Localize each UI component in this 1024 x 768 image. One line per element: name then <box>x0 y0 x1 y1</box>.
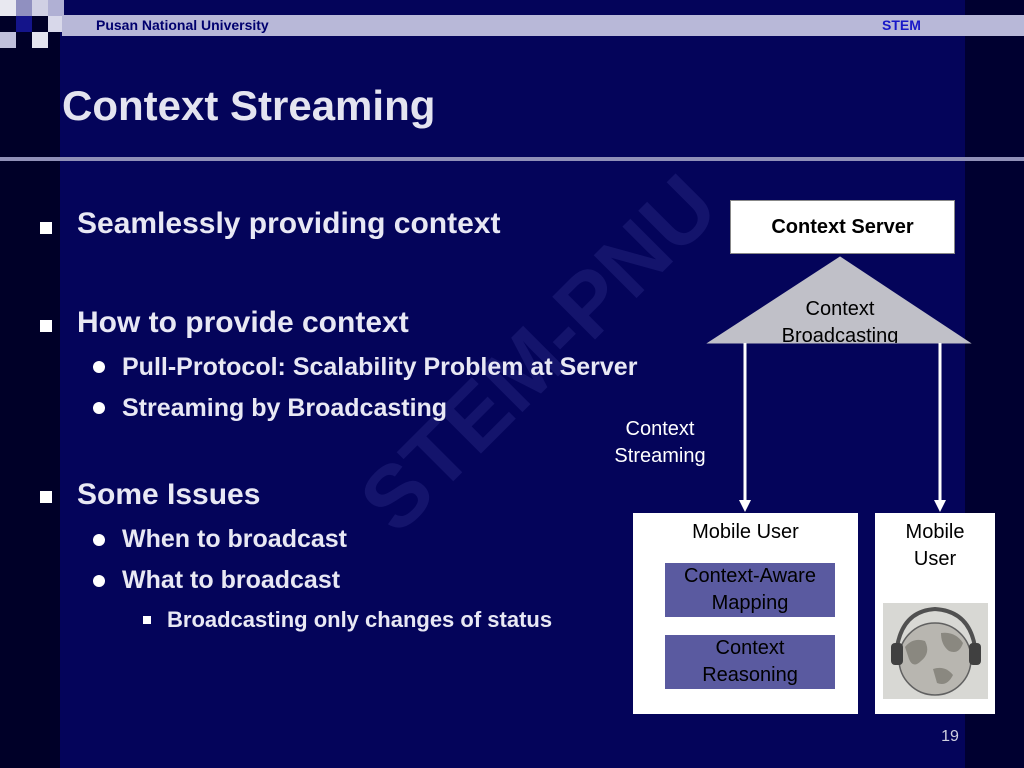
streaming-label: Context Streaming <box>600 416 720 470</box>
context-aware-mapping-box: Context-Aware Mapping <box>665 563 835 617</box>
context-reasoning-box: Context Reasoning <box>665 635 835 689</box>
reasoning-line2: Reasoning <box>702 664 798 686</box>
bullet-text: How to provide context <box>77 306 409 339</box>
mobile-user-2-line1: Mobile <box>905 521 965 543</box>
header-brand: STEM <box>882 17 921 33</box>
mobile-user-2-label: Mobile User <box>875 519 995 573</box>
small-square-bullet-icon <box>143 616 151 624</box>
streaming-line1: Context <box>625 418 695 440</box>
streaming-line2: Streaming <box>614 445 706 467</box>
bullet-text: Streaming by Broadcasting <box>122 394 448 422</box>
square-bullet-icon <box>40 320 52 332</box>
round-bullet-icon <box>93 575 105 587</box>
aware-line1: Context-Aware <box>684 565 816 587</box>
round-bullet-icon <box>93 534 105 546</box>
round-bullet-icon <box>93 361 105 373</box>
context-server-box <box>730 200 955 254</box>
header-bar <box>62 15 1024 36</box>
slide-title: Context Streaming <box>62 82 436 129</box>
broadcasting-line2: Broadcasting <box>781 325 899 343</box>
bullet-text: Some Issues <box>77 478 261 511</box>
reasoning-line1: Context <box>715 637 785 659</box>
page-number: 19 <box>941 728 959 745</box>
bullet-text: Pull-Protocol: Scalability Problem at Se… <box>122 353 638 381</box>
broadcasting-line1: Context <box>805 298 875 320</box>
bullet-text: When to broadcast <box>122 525 348 553</box>
bullet-text: What to broadcast <box>122 566 341 594</box>
globe-headphones-image <box>883 603 988 699</box>
arrow-head-left <box>739 500 751 512</box>
round-bullet-icon <box>93 402 105 414</box>
context-server-label: Context Server <box>771 215 914 238</box>
broadcast-triangle <box>706 256 972 344</box>
square-bullet-icon <box>40 222 52 234</box>
aware-line2: Mapping <box>711 592 789 614</box>
square-bullet-icon <box>40 491 52 503</box>
title-divider <box>0 157 1024 161</box>
broadcasting-label: Context Broadcasting <box>760 296 920 343</box>
bullet-text: Seamlessly providing context <box>77 207 501 240</box>
header-university: Pusan National University <box>96 17 269 33</box>
mobile-user-label: Mobile User <box>692 521 799 543</box>
arrow-head-right <box>934 500 946 512</box>
bullet-text: Broadcasting only changes of status <box>167 607 553 632</box>
mobile-user-2-line2: User <box>913 548 957 570</box>
